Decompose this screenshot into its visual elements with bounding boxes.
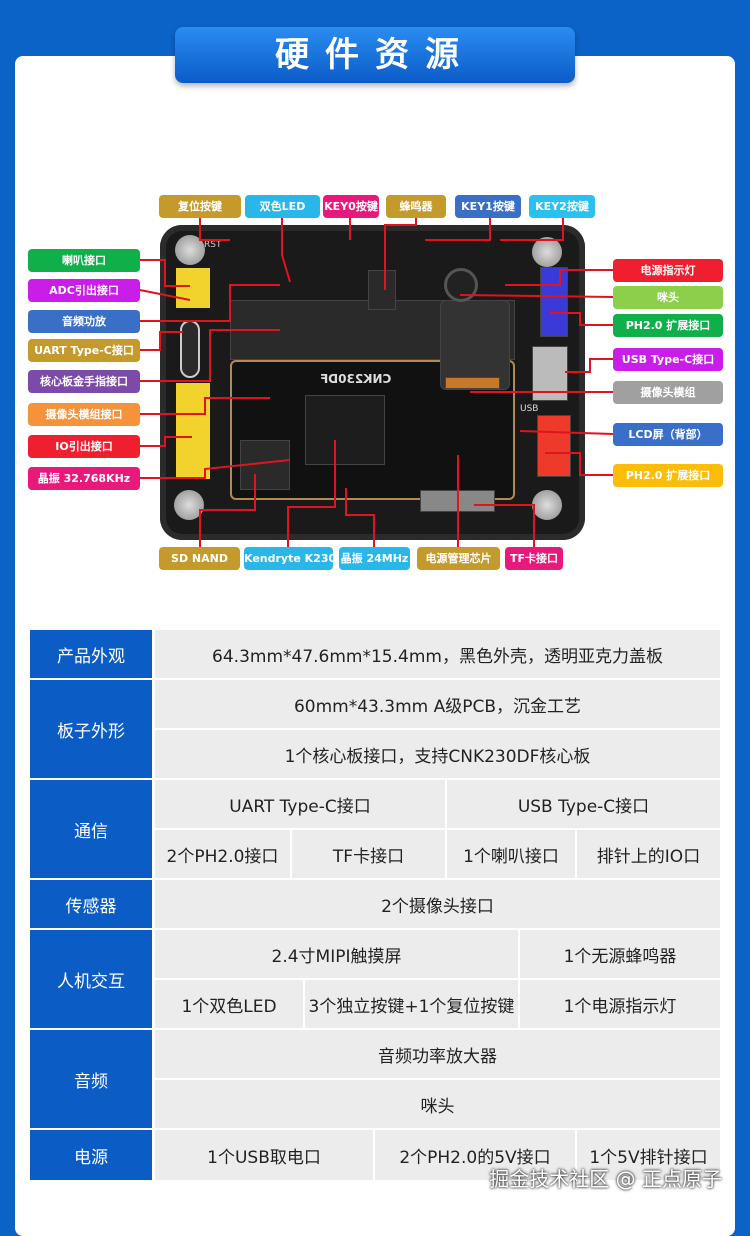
callout-label-right: LCD屏（背部） [613, 423, 723, 446]
callout-label-top: KEY2按键 [529, 195, 595, 218]
ph20-connector-blue [540, 267, 568, 337]
cell-audio: 音频功率放大器 [155, 1030, 720, 1078]
cell-hmi: 1个无源蜂鸣器 [520, 930, 720, 978]
cell-comm: USB Type-C接口 [447, 780, 720, 828]
adc-header [176, 268, 210, 308]
callout-label-top: 蜂鸣器 [386, 195, 446, 218]
cell-comm: TF卡接口 [292, 830, 445, 878]
cell-audio: 咪头 [155, 1080, 720, 1128]
cell-power: 2个PH2.0的5V接口 [375, 1130, 575, 1180]
callout-label-bottom: Kendryte K230D [244, 547, 345, 570]
k230d-chip [305, 395, 385, 465]
row-header-shape: 板子外形 [30, 680, 152, 778]
callout-lines [139, 218, 614, 547]
callout-label-left: 晶振 32.768KHz [28, 467, 140, 490]
callout-label-right: USB Type-C接口 [613, 348, 723, 371]
callout-label-right: PH2.0 扩展接口 [613, 314, 723, 337]
row-header-sensor: 传感器 [30, 880, 152, 928]
cell-power: 1个USB取电口 [155, 1130, 373, 1180]
cell-comm: UART Type-C接口 [155, 780, 445, 828]
callout-label-top: KEY1按键 [455, 195, 521, 218]
callout-label-left: ADC引出接口 [28, 279, 140, 302]
callout-label-left: 音频功放 [28, 310, 140, 333]
cell-sensor: 2个摄像头接口 [155, 880, 720, 928]
cell-comm: 排针上的IO口 [577, 830, 720, 878]
callout-label-top: KEY0按键 [323, 195, 379, 218]
callout-label-left: 摄像头模组接口 [28, 403, 140, 426]
callout-label-left: IO引出接口 [28, 435, 140, 458]
cell-hmi: 1个电源指示灯 [520, 980, 720, 1028]
watermark: 掘金技术社区 @ 正点原子 [489, 1167, 722, 1191]
callout-label-right: PH2.0 扩展接口 [613, 464, 723, 487]
camera-flex [445, 377, 500, 389]
cell-appearance: 64.3mm*47.6mm*15.4mm，黑色外壳，透明亚克力盖板 [155, 630, 720, 678]
callout-label-left: UART Type-C接口 [28, 339, 140, 362]
callout-label-bottom: 电源管理芯片 [417, 547, 500, 570]
microphone [444, 268, 478, 302]
cell-power: 1个5V排针接口 [577, 1130, 720, 1180]
page-title: 硬件资源 [175, 27, 575, 83]
cell-hmi: 3个独立按键+1个复位按键 [305, 980, 518, 1028]
usb-silk: USB [520, 404, 539, 414]
rst-silk: RST [204, 240, 222, 250]
callout-label-bottom: SD NAND [159, 547, 240, 570]
callout-label-right: 摄像头模组 [613, 381, 723, 404]
callout-label-bottom: 晶振 24MHz [339, 547, 410, 570]
cell-shape-core: 1个核心板接口，支持CNK230DF核心板 [155, 730, 720, 778]
callout-label-bottom: TF卡接口 [505, 547, 563, 570]
cell-hmi: 2.4寸MIPI触摸屏 [155, 930, 518, 978]
callout-label-left: 核心板金手指接口 [28, 370, 140, 393]
cell-hmi: 1个双色LED [155, 980, 303, 1028]
callout-label-top: 双色LED [245, 195, 320, 218]
camera-module [440, 300, 510, 390]
ph20-connector-red [537, 415, 571, 477]
cell-comm: 1个喇叭接口 [447, 830, 575, 878]
callout-label-right: 电源指示灯 [613, 259, 723, 282]
callout-label-right: 咪头 [613, 286, 723, 309]
row-header-comm: 通信 [30, 780, 152, 878]
buzzer [368, 270, 396, 310]
row-header-hmi: 人机交互 [30, 930, 152, 1028]
row-header-appearance: 产品外观 [30, 630, 152, 678]
row-header-power: 电源 [30, 1130, 152, 1180]
cell-comm: 2个PH2.0接口 [155, 830, 290, 878]
screw [532, 237, 562, 267]
screw [532, 490, 562, 520]
row-header-audio: 音频 [30, 1030, 152, 1128]
callout-label-top: 复位按键 [159, 195, 241, 218]
callout-label-left: 喇叭接口 [28, 249, 140, 272]
cell-shape-pcb: 60mm*43.3mm A级PCB，沉金工艺 [155, 680, 720, 728]
